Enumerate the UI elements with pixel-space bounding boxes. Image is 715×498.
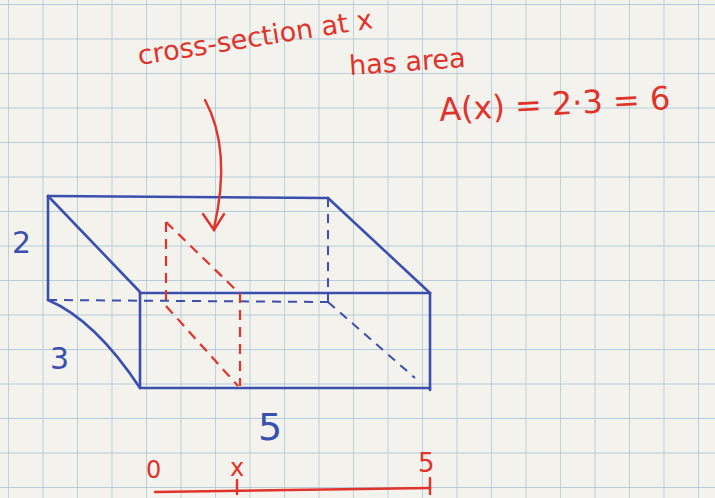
hidden-edge	[48, 300, 328, 302]
axis-label: 0	[146, 458, 161, 482]
axis-label: x	[230, 456, 244, 480]
cross-section	[166, 306, 238, 386]
pointer-arrow	[205, 100, 221, 228]
tick	[429, 478, 431, 494]
dimension-label: 3	[50, 344, 69, 374]
cross-section	[239, 293, 241, 386]
tick	[236, 480, 238, 494]
edge	[139, 293, 142, 388]
cross-section	[165, 222, 167, 306]
edge	[429, 293, 432, 390]
hidden-edge	[327, 198, 329, 302]
edge	[328, 198, 430, 293]
edge	[48, 196, 328, 198]
hidden-edge	[328, 302, 415, 378]
edge	[48, 196, 140, 292]
cross-section	[166, 222, 238, 292]
axis-label: 5	[418, 450, 435, 476]
arrow-head	[203, 214, 224, 230]
number-line	[155, 488, 430, 492]
dimension-label: 2	[12, 228, 31, 258]
dimension-label: 5	[258, 408, 282, 446]
edge	[140, 292, 430, 295]
edge	[48, 300, 140, 388]
edge	[140, 387, 430, 390]
edge	[47, 196, 50, 300]
annotation: has area	[348, 44, 466, 79]
